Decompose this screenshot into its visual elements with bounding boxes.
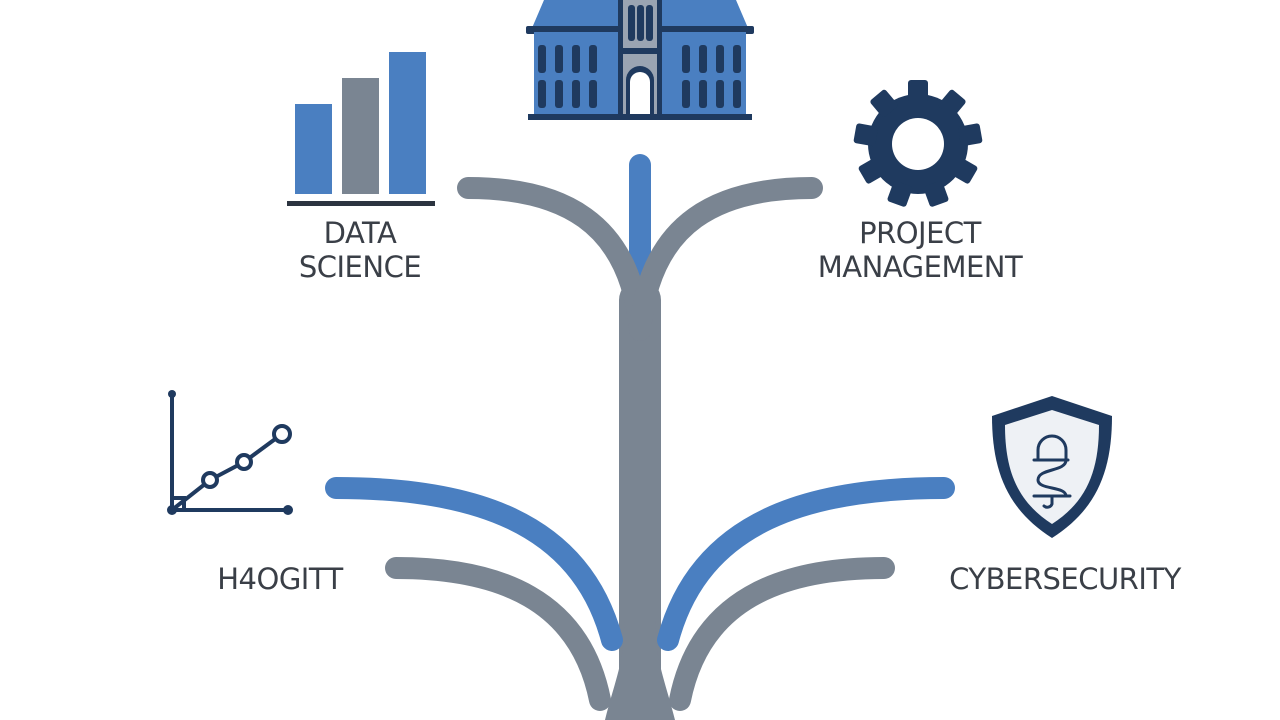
data-science-label-line2: SCIENCE (298, 250, 422, 284)
data-science-label-line1: DATA (323, 216, 397, 250)
project-management-label-line2: MANAGEMENT (817, 250, 1023, 284)
branch-analytics-blue (325, 477, 623, 651)
cybersecurity-label: CYBERSECURITY (949, 562, 1181, 596)
gear-icon (853, 80, 983, 207)
analytics-label: H4OGITT (217, 562, 343, 596)
trunk-base (605, 620, 675, 720)
data-science-label: DATA SCIENCE (280, 216, 440, 284)
branch-cybersecurity-gray (669, 557, 895, 711)
project-management-label: PROJECT MANAGEMENT (790, 216, 1050, 284)
shield-lock-icon (992, 396, 1112, 538)
branch-cybersecurity-blue (657, 477, 955, 651)
university-building-icon (526, 0, 754, 120)
line-graph-icon (167, 390, 293, 515)
bar-chart-icon (287, 52, 435, 206)
branch-project-management (629, 177, 823, 341)
branch-data-science (457, 177, 651, 341)
project-management-label-line1: PROJECT (859, 216, 981, 250)
branch-analytics-gray (385, 557, 611, 711)
